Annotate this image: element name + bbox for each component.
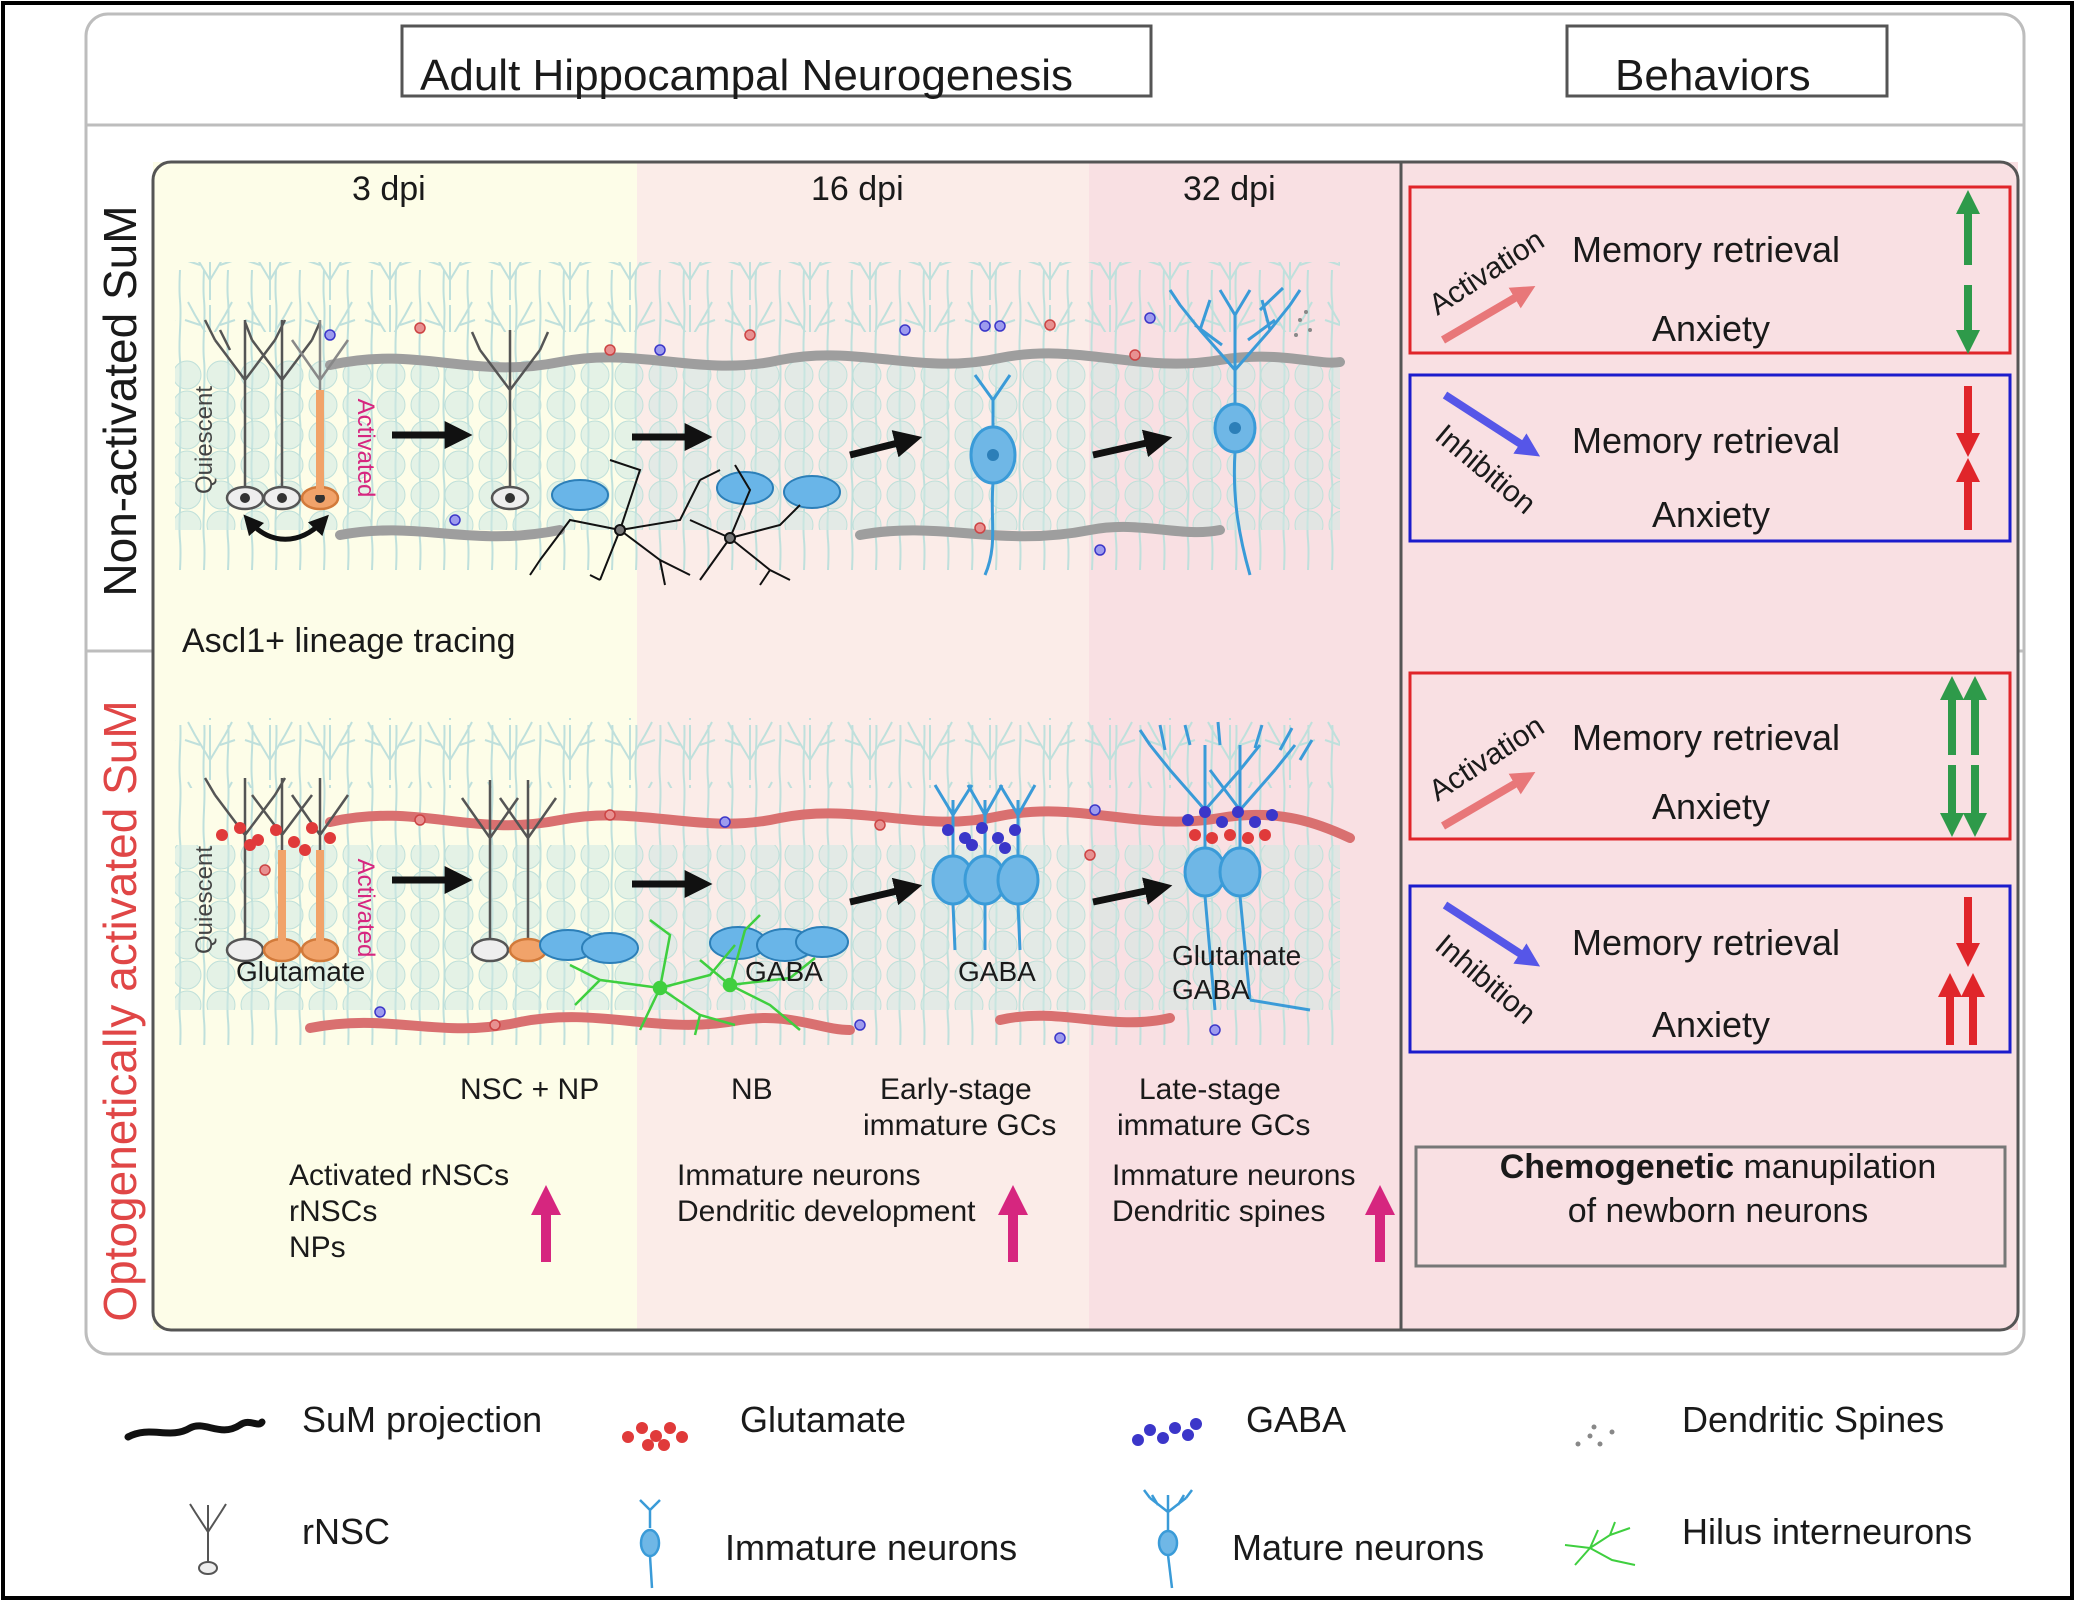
header-main-title: Adult Hippocampal Neurogenesis	[420, 51, 1074, 100]
celltype-nb: NB	[731, 1073, 773, 1106]
legend-rnsc: rNSC	[302, 1511, 390, 1552]
activated-label-top: Activated	[352, 398, 379, 498]
effect-col2-line1: Immature neurons	[677, 1159, 921, 1192]
tissue-top	[175, 262, 1340, 570]
glutamate-cluster-bottom	[216, 822, 336, 856]
rnsc-stage2-top	[470, 330, 550, 511]
stage-label-3dpi: 3 dpi	[352, 170, 426, 208]
header-box-behaviors	[1565, 24, 1889, 98]
glutamate-gaba-label-2: GABA	[1172, 974, 1250, 1005]
memory-label-bottom-inhibition: Memory retrieval	[1572, 922, 1841, 963]
rnsc-legend-icon	[189, 1503, 227, 1575]
dots-top	[324, 312, 1156, 556]
effect-col2-line2: Dendritic development	[677, 1195, 976, 1228]
rnsc-stage2-bottom	[460, 780, 558, 963]
effect-col3-line2: Dendritic spines	[1112, 1195, 1326, 1228]
quiescent-label-bottom: Quiescent	[191, 845, 218, 955]
dots-bottom	[259, 804, 1221, 1044]
gaba-label-stage3: GABA	[958, 956, 1036, 987]
celltype-early-2: immature GCs	[863, 1109, 1057, 1142]
immature-neurons-bottom	[931, 784, 1040, 951]
glutamate-legend-icon	[622, 1422, 688, 1451]
chemogenetic-bold: Chemogenetic	[1499, 1148, 1734, 1186]
effect-col1-line2: rNSCs	[289, 1195, 378, 1228]
hilus-green-bottom	[569, 914, 816, 1036]
np-cells	[539, 471, 849, 964]
celltype-late-2: immature GCs	[1117, 1109, 1311, 1142]
progression-arrows	[392, 421, 1173, 906]
glutamate-gaba-label-1: Glutamate	[1172, 940, 1302, 971]
row-label-top: Non-activated SuM	[94, 205, 146, 597]
dendritic-spines-top	[1294, 310, 1312, 337]
legend-glutamate: Glutamate	[740, 1399, 907, 1440]
celltype-early-1: Early-stage	[880, 1073, 1032, 1106]
gaba-legend-icon	[1132, 1418, 1202, 1446]
rnsc-group-top	[203, 319, 350, 511]
legend-gaba: GABA	[1246, 1399, 1347, 1440]
chemogenetic-rest: manupilation	[1743, 1148, 1937, 1186]
dendritic-spines-legend-icon	[1575, 1424, 1615, 1447]
reversible-arrow	[243, 514, 329, 542]
mature-neuron-top	[1168, 286, 1302, 576]
immature-neuron-legend-icon	[639, 1499, 661, 1589]
effect-col3-line1: Immature neurons	[1112, 1159, 1356, 1192]
lineage-tracing-label: Ascl1+ lineage tracing	[182, 622, 516, 660]
tissue-bottom	[175, 718, 1340, 1045]
legend-mature-neurons: Mature neurons	[1232, 1527, 1485, 1568]
hilus-black-top	[529, 459, 801, 586]
behavior-box-top-activation	[1408, 185, 2012, 355]
effect-col1-line1: Activated rNSCs	[289, 1159, 510, 1192]
hilus-interneuron-legend-icon	[1564, 1521, 1636, 1566]
memory-label-top-activation: Memory retrieval	[1572, 229, 1841, 270]
behavior-box-bottom-activation	[1408, 671, 2012, 841]
stage-label-32dpi: 32 dpi	[1183, 170, 1276, 208]
anxiety-label-top-inhibition: Anxiety	[1652, 494, 1771, 535]
chemogenetic-text: Chemogenetic manupilation of newborn neu…	[1478, 1145, 1958, 1233]
activated-label-bottom: Activated	[352, 858, 379, 958]
legend-dendritic-spines: Dendritic Spines	[1682, 1399, 1945, 1440]
memory-label-bottom-activation: Memory retrieval	[1572, 717, 1841, 758]
anxiety-label-bottom-activation: Anxiety	[1652, 786, 1771, 827]
row-label-bottom: Optogenetically activated SuM	[94, 700, 146, 1322]
chemogenetic-box	[1414, 1145, 2007, 1268]
sum-projection-top	[325, 348, 1345, 542]
header-box-main	[400, 24, 1153, 98]
behavior-box-top-inhibition	[1408, 373, 2012, 543]
immature-neuron-top	[969, 374, 1017, 576]
legend-sum-projection: SuM projection	[302, 1399, 543, 1440]
behavior-box-bottom-inhibition	[1408, 884, 2012, 1054]
stage-label-16dpi: 16 dpi	[811, 170, 904, 208]
anxiety-label-top-activation: Anxiety	[1652, 308, 1771, 349]
glutamate-gaba-cluster-stage3	[1182, 806, 1278, 844]
legend-hilus-interneurons: Hilus interneurons	[1682, 1511, 1973, 1552]
quiescent-label-top: Quiescent	[191, 385, 218, 495]
gaba-label-stage2: GABA	[745, 956, 823, 987]
celltype-late-1: Late-stage	[1139, 1073, 1281, 1106]
chemogenetic-line2: of newborn neurons	[1567, 1192, 1869, 1230]
legend-immature-neurons: Immature neurons	[725, 1527, 1018, 1568]
rnsc-group-bottom	[203, 777, 350, 963]
legend-icons	[124, 1418, 1636, 1589]
effect-col1-line3: NPs	[289, 1231, 346, 1264]
celltype-nsc-np: NSC + NP	[460, 1073, 600, 1106]
anxiety-label-bottom-inhibition: Anxiety	[1652, 1004, 1771, 1045]
sum-projection-legend-icon	[124, 1418, 266, 1441]
memory-label-top-inhibition: Memory retrieval	[1572, 420, 1841, 461]
header-behaviors-title: Behaviors	[1615, 51, 1811, 100]
mature-neuron-legend-icon	[1143, 1489, 1193, 1589]
gaba-cluster-stage2	[942, 822, 1021, 854]
mature-neurons-bottom	[1138, 721, 1314, 1012]
glutamate-label-bottom: Glutamate	[236, 956, 366, 987]
increase-arrows	[531, 1185, 1395, 1262]
